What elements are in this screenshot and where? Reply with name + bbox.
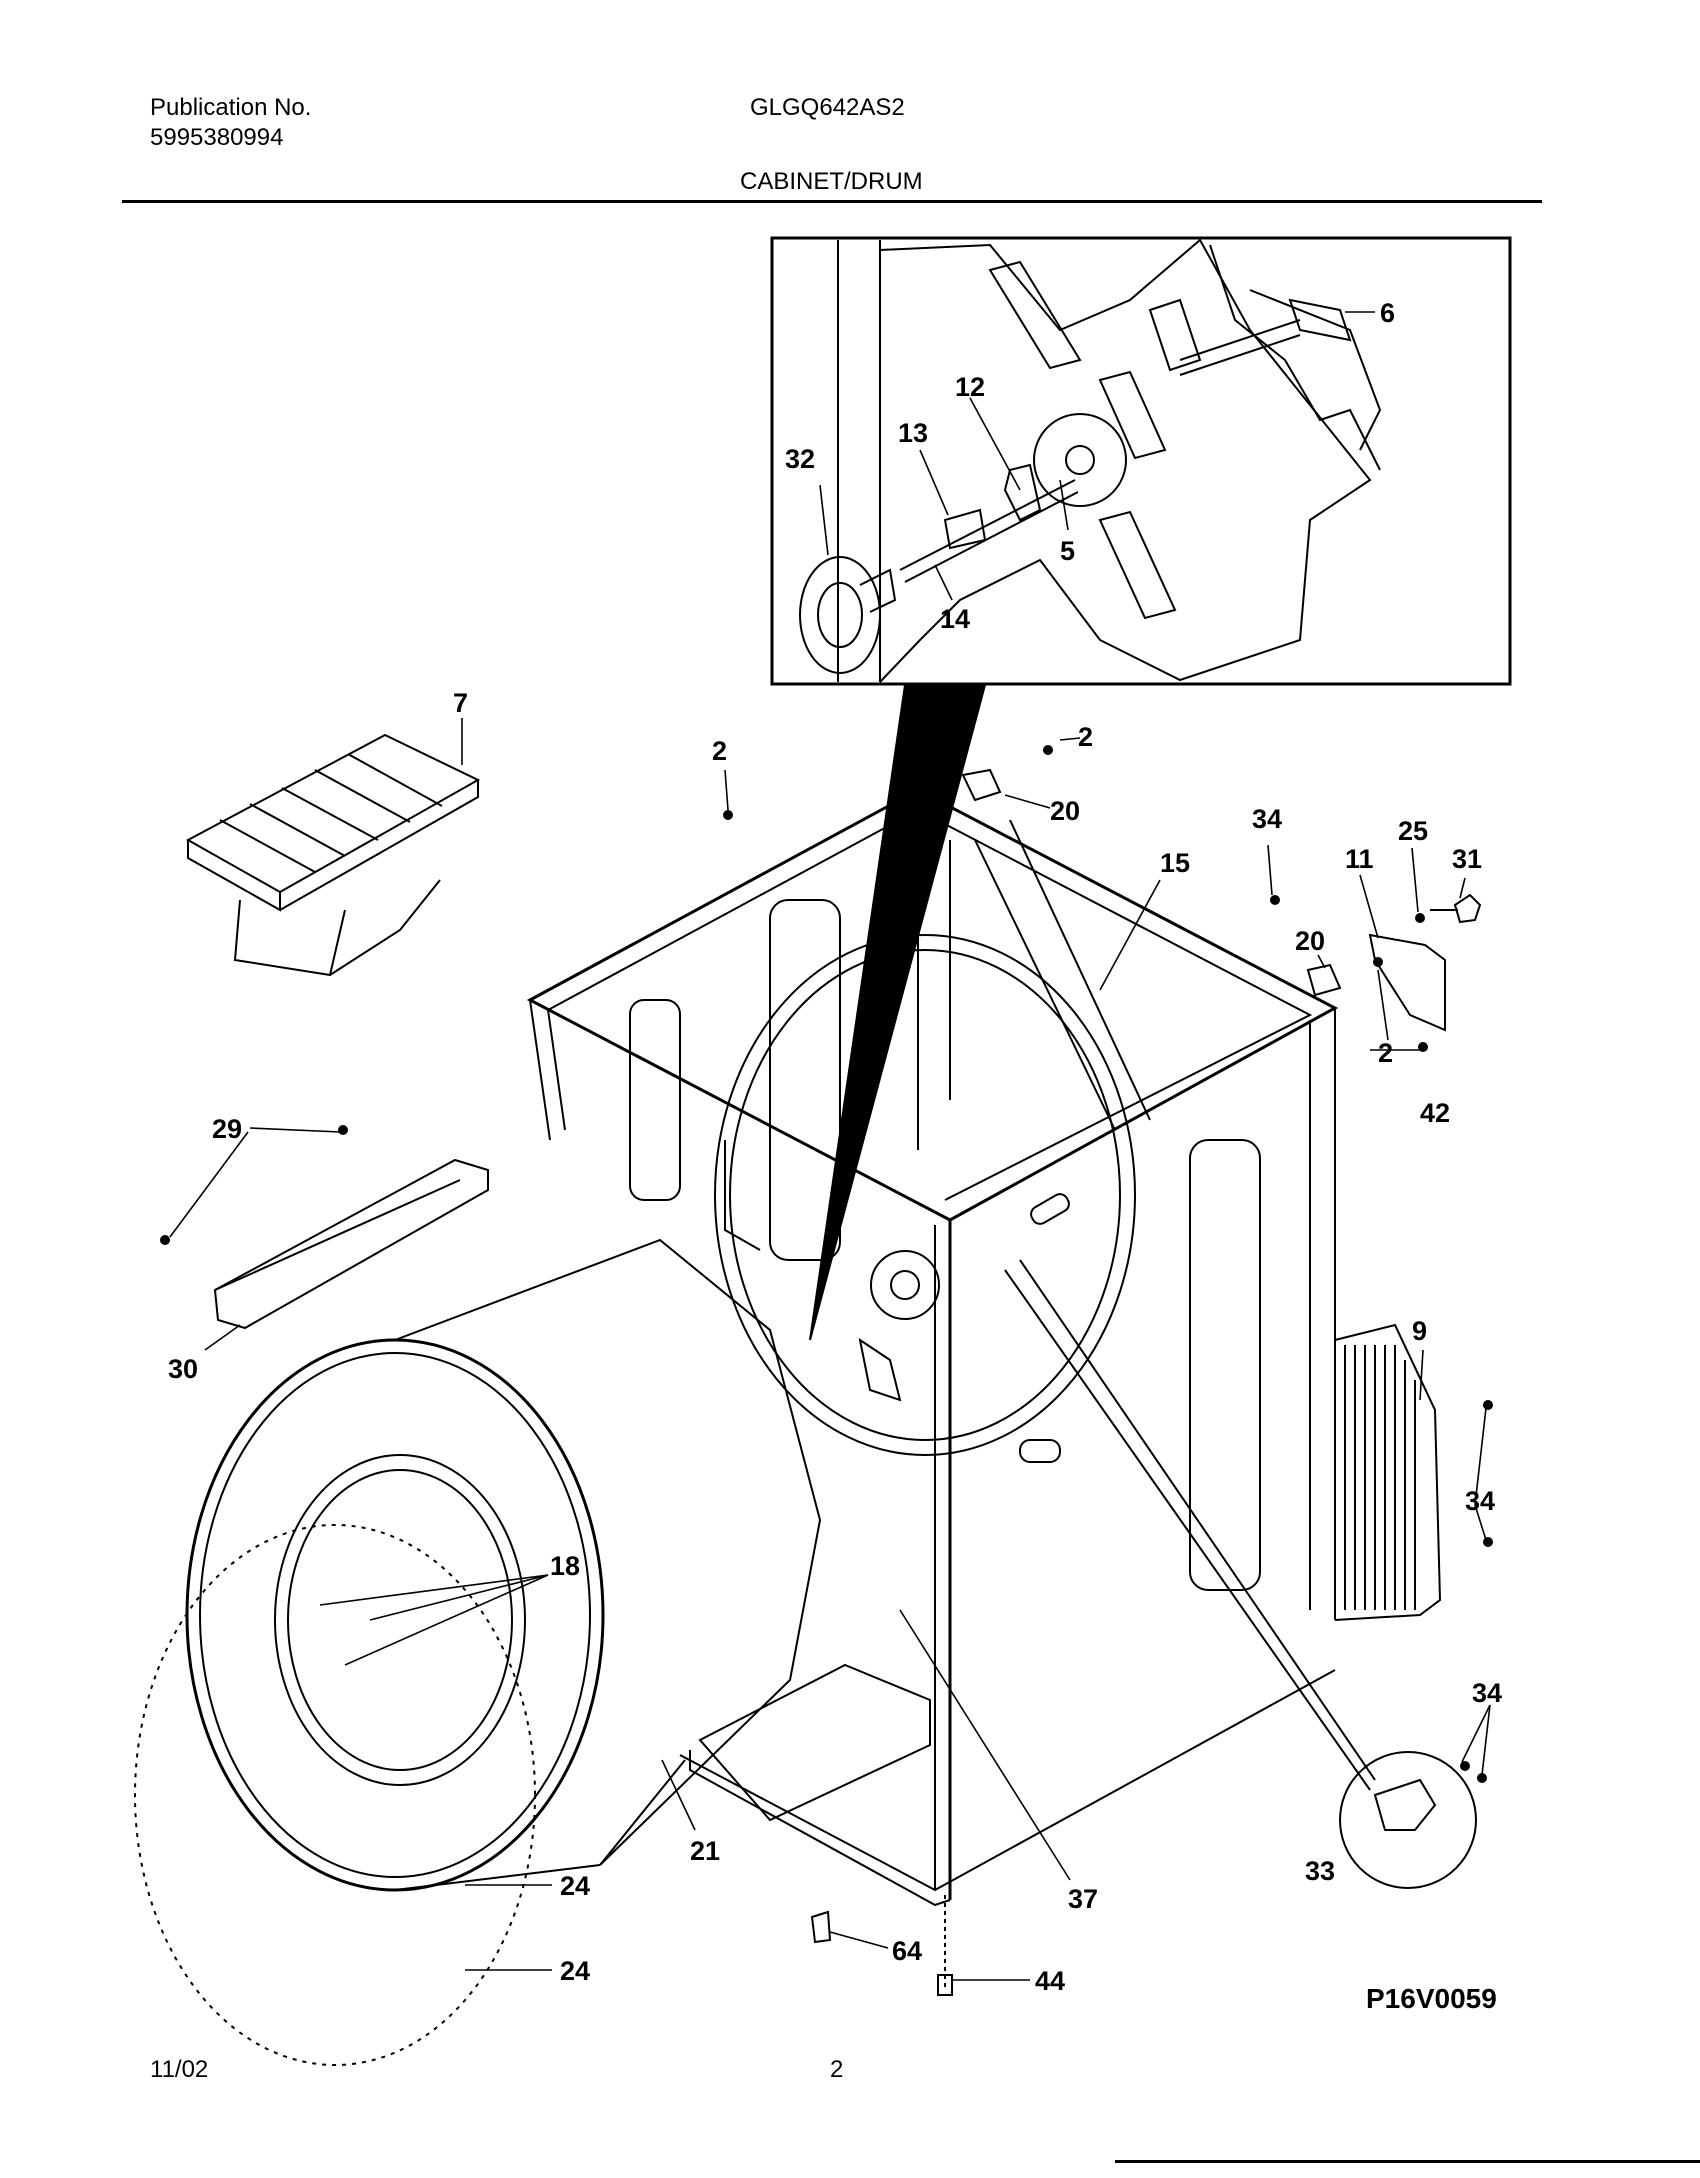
drum — [185, 1238, 822, 1892]
callout-34-top: 34 — [1252, 804, 1282, 834]
callout-7: 7 — [453, 688, 468, 718]
footer-rule — [1115, 2160, 1700, 2163]
leader-lines — [169, 311, 1491, 1981]
publication-label: Publication No. — [150, 94, 312, 121]
callout-31: 31 — [1452, 844, 1482, 874]
callout-33: 33 — [1305, 1856, 1335, 1886]
callout-2-left: 2 — [712, 736, 727, 766]
callout-12: 12 — [955, 372, 985, 402]
clip-20-top — [961, 768, 1002, 802]
callout-20-top: 20 — [1050, 796, 1080, 826]
callout-34-right: 34 — [1465, 1486, 1495, 1516]
callout-labels: 6 12 13 32 14 5 7 2 2 20 34 15 25 11 31 … — [168, 298, 1502, 2014]
section-title: CABINET/DRUM — [740, 168, 923, 195]
callout-18: 18 — [550, 1551, 580, 1581]
inset-pointer — [809, 684, 987, 1341]
callout-32: 32 — [785, 444, 815, 474]
vent-panel — [1334, 1323, 1442, 1621]
callout-5: 5 — [1060, 536, 1075, 566]
callout-13: 13 — [898, 418, 928, 448]
detail-33 — [1004, 1259, 1477, 1889]
callout-24-upper: 24 — [560, 1871, 590, 1901]
inset-detail — [770, 236, 1512, 686]
footer-date: 11/02 — [150, 2056, 209, 2083]
callout-9: 9 — [1412, 1316, 1427, 1346]
bracket-11 — [1368, 893, 1482, 1032]
publication-number: 5995380994 — [150, 124, 284, 151]
model-number: GLGQ642AS2 — [750, 94, 905, 121]
front-seal — [134, 1524, 536, 2066]
callout-42: 42 — [1420, 1098, 1450, 1128]
callout-37: 37 — [1068, 1884, 1098, 1914]
callout-21: 21 — [690, 1836, 720, 1866]
callout-20-right: 20 — [1295, 926, 1325, 956]
baffle — [213, 1158, 489, 1330]
callout-29: 29 — [212, 1114, 242, 1144]
footer-page-number: 2 — [830, 2056, 844, 2083]
callout-24-lower: 24 — [560, 1956, 590, 1986]
clip-20-right — [1306, 963, 1342, 997]
header-rule — [122, 200, 1542, 203]
drying-rack — [185, 733, 481, 977]
cabinet — [526, 788, 1339, 1907]
callout-30: 30 — [168, 1354, 198, 1384]
callout-34-bottom: 34 — [1472, 1678, 1502, 1708]
callout-11: 11 — [1345, 844, 1374, 874]
callout-44: 44 — [1035, 1966, 1065, 1996]
callout-2-top: 2 — [1078, 722, 1093, 752]
callout-15: 15 — [1160, 848, 1190, 878]
callout-14: 14 — [940, 604, 970, 634]
drawing-code: P16V0059 — [1366, 1983, 1497, 2014]
callout-6: 6 — [1380, 298, 1395, 328]
screw-44-head — [937, 1974, 953, 1996]
clip-64 — [810, 1910, 832, 1944]
callout-25: 25 — [1398, 816, 1428, 846]
rear-bulkhead — [714, 934, 1136, 1463]
callout-64: 64 — [892, 1936, 922, 1966]
callout-2-right: 2 — [1378, 1038, 1393, 1068]
